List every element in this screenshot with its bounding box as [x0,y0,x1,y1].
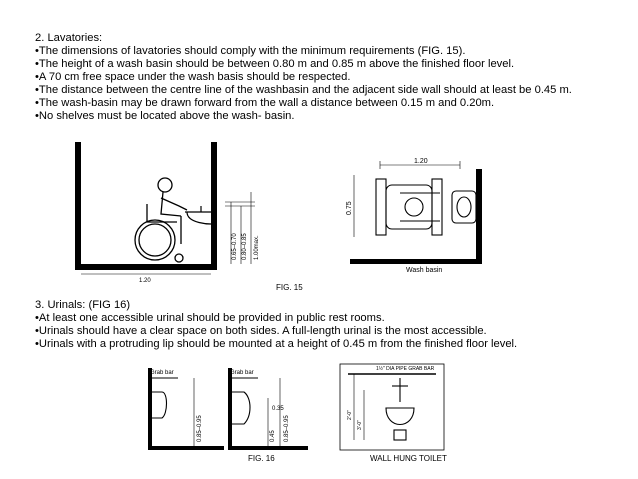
fig15-plan-view: 1.20 0.75 Wash basin [346,158,482,274]
urinal-icon [152,391,168,419]
grab-bar-label-left: Grab bar [150,370,174,376]
toilet-icon [385,378,415,441]
toilet-caption: WALL HUNG TOILET [370,454,447,463]
toilet-dim-b: 3'-0" [357,420,363,430]
dim-left-height: 0.85–0.95 [197,415,203,442]
lavatories-bullet-3: •A 70 cm free space under the wash basis… [35,71,351,83]
plan-label-wash-basin: Wash basin [406,267,442,274]
wheelchair-user-icon [134,177,188,263]
wheelchair-plan-icon [375,178,443,236]
basin-plan-icon [451,190,477,224]
fig16-urinal-left: Grab bar 0.85–0.95 [148,368,224,450]
lavatories-bullet-4: •The distance between the centre line of… [35,84,572,96]
lavatories-bullet-1: •The dimensions of lavatories should com… [35,45,466,57]
dim-plan-width: 1.20 [414,158,428,165]
dim-mid-c: 0.85–0.95 [284,415,290,442]
urinals-bullet-3: •Urinals with a protruding lip should be… [35,338,518,350]
fig15-caption: FIG. 15 [276,283,303,292]
urinals-bullet-2: •Urinals should have a clear space on bo… [35,325,487,337]
grab-bar-label-mid: Grab bar [230,370,254,376]
dim-height-max: 1.00max. [254,235,260,260]
fig16-urinal-mid: Grab bar 0.35 0.45 0.85–0.95 [228,368,308,450]
urinals-bullet-1: •At least one accessible urinal should b… [35,312,385,324]
dim-plan-depth: 0.75 [346,201,353,215]
urinal-lip-icon [232,391,251,425]
lavatories-bullet-5: •The wash-basin may be drawn forward fro… [35,97,495,109]
lavatories-bullet-6: •No shelves must be located above the wa… [35,110,295,122]
dim-height-knee: 0.65–0.70 [232,233,238,260]
dim-mid-a: 0.35 [272,406,284,412]
fig16-caption: FIG. 16 [248,454,275,463]
fig16-wall-hung-toilet: 1½" DIA PIPE GRAB BAR 2'-0" 3'-0" [339,363,445,451]
wash-basin-icon [185,206,212,225]
dim-width-elevation: 1.20 [139,278,151,284]
lavatories-bullet-2: •The height of a wash basin should be be… [35,58,515,70]
dim-mid-b: 0.45 [270,430,276,442]
fig15-side-elevation: 0.65–0.70 0.80–0.85 1.00max. 1.20 [75,142,260,284]
dim-height-basin: 0.80–0.85 [242,233,248,260]
urinals-heading: 3. Urinals: (FIG 16) [35,299,131,311]
toilet-dim-a: 2'-0" [347,410,353,420]
lavatories-heading: 2. Lavatories: [35,32,103,44]
toilet-note: 1½" DIA PIPE GRAB BAR [376,365,435,372]
